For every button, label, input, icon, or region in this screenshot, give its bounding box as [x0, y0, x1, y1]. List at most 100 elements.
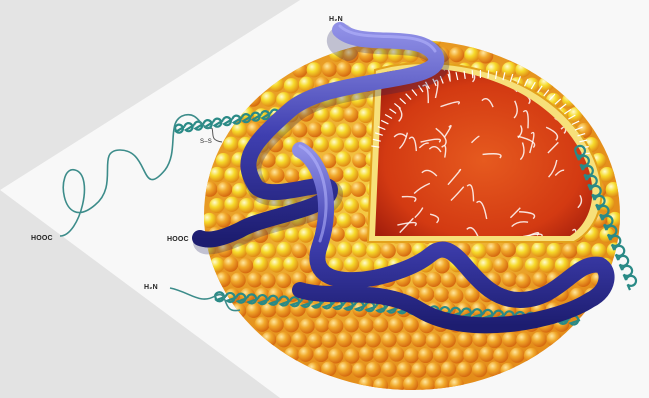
- phospholipid-head: [381, 362, 396, 377]
- phospholipid-head: [502, 272, 517, 287]
- phospholipid-head: [350, 213, 365, 228]
- phospholipid-head: [336, 123, 351, 138]
- phospholipid-head: [343, 107, 358, 122]
- phospholipid-head: [343, 167, 358, 182]
- disulfide-bridge-label: S–S: [200, 139, 212, 145]
- phospholipid-head: [314, 347, 329, 362]
- phospholipid-head: [532, 272, 547, 287]
- phospholipid-head: [247, 272, 262, 287]
- phospholipid-head: [321, 333, 336, 348]
- phospholipid-head: [345, 227, 360, 242]
- phospholipid-head: [336, 62, 351, 77]
- phospholipid-head: [352, 362, 367, 377]
- phospholipid-head: [337, 332, 352, 347]
- phospholipid-head: [352, 153, 367, 168]
- phospholipid-head: [562, 243, 577, 258]
- phospholipid-head: [419, 287, 434, 302]
- phospholipid-head: [285, 227, 300, 242]
- phospholipid-head: [344, 198, 359, 213]
- phospholipid-head: [344, 317, 359, 332]
- phospholipid-head: [276, 273, 291, 288]
- phospholipid-head: [426, 362, 441, 377]
- phospholipid-head: [351, 182, 366, 197]
- phospholipid-head: [352, 242, 367, 257]
- phospholipid-head: [260, 273, 275, 288]
- phospholipid-head: [352, 332, 367, 347]
- phospholipid-head: [516, 273, 531, 288]
- phospholipid-head: [275, 153, 290, 168]
- phospholipid-head: [352, 122, 367, 137]
- phospholipid-head: [238, 258, 253, 273]
- phospholipid-head: [516, 332, 531, 347]
- phospholipid-head: [418, 348, 433, 363]
- phospholipid-head: [277, 242, 292, 257]
- phospholipid-head: [471, 243, 486, 258]
- phospholipid-head: [457, 332, 472, 347]
- phospholipid-head: [381, 332, 396, 347]
- phospholipid-head: [276, 332, 291, 347]
- phospholipid-head: [531, 242, 546, 257]
- phospholipid-head: [292, 243, 307, 258]
- phospholipid-head: [261, 91, 276, 106]
- phospholipid-head: [449, 348, 464, 363]
- phospholipid-head: [449, 47, 464, 62]
- phospholipid-head: [209, 167, 224, 182]
- phospholipid-head: [493, 258, 508, 273]
- phospholipid-head: [344, 137, 359, 152]
- apob-n-terminus-label: H₂N: [329, 16, 343, 23]
- phospholipid-head: [366, 332, 381, 347]
- phospholipid-head: [239, 198, 254, 213]
- phospholipid-head: [253, 257, 268, 272]
- phospholipid-head: [328, 348, 343, 363]
- phospholipid-head: [329, 137, 344, 152]
- phospholipid-head: [328, 318, 343, 333]
- phospholipid-head: [463, 348, 478, 363]
- phospholipid-head: [457, 362, 472, 377]
- phospholipid-head: [359, 346, 374, 361]
- phospholipid-head: [493, 348, 508, 363]
- phospholipid-head: [389, 346, 404, 361]
- phospholipid-head: [231, 273, 246, 288]
- phospholipid-head: [224, 197, 239, 212]
- phospholipid-head: [284, 317, 299, 332]
- phospholipid-head: [510, 348, 525, 363]
- phospholipid-head: [388, 318, 403, 333]
- phospholipid-head: [366, 243, 381, 258]
- phospholipid-head: [486, 242, 501, 257]
- phospholipid-head: [232, 122, 247, 137]
- phospholipid-head: [322, 62, 337, 77]
- phospholipid-head: [298, 347, 313, 362]
- phospholipid-head: [217, 182, 232, 197]
- phospholipid-head: [411, 362, 426, 377]
- phospholipid-head: [307, 62, 322, 77]
- phospholipid-head: [525, 258, 540, 273]
- phospholipid-head: [337, 213, 352, 228]
- rim-tail: [472, 70, 473, 78]
- phospholipid-head: [464, 47, 479, 62]
- phospholipid-head: [397, 362, 412, 377]
- phospholipid-head: [532, 332, 547, 347]
- phospholipid-head: [337, 242, 352, 257]
- phospholipid-head: [396, 241, 411, 256]
- phospholipid-head: [268, 287, 283, 302]
- phospholipid-head: [224, 168, 239, 183]
- phospholipid-head: [403, 377, 418, 392]
- phospholipid-head: [246, 303, 261, 318]
- phospholipid-head: [434, 287, 449, 302]
- phospholipid-head: [591, 243, 606, 258]
- phospholipid-head: [577, 242, 592, 257]
- phospholipid-head: [283, 257, 298, 272]
- phospholipid-head: [209, 198, 224, 213]
- rim-tail: [488, 70, 489, 78]
- phospholipid-head: [337, 361, 352, 376]
- phospholipid-head: [502, 332, 517, 347]
- apoa-n-terminus-label: H₂N: [144, 284, 158, 291]
- phospholipid-head: [479, 347, 494, 362]
- phospholipid-head: [246, 242, 261, 257]
- phospholipid-head: [547, 243, 562, 258]
- phospholipid-head: [404, 348, 419, 363]
- phospholipid-head: [292, 332, 307, 347]
- phospholipid-head: [315, 317, 330, 332]
- phospholipid-head: [298, 228, 313, 243]
